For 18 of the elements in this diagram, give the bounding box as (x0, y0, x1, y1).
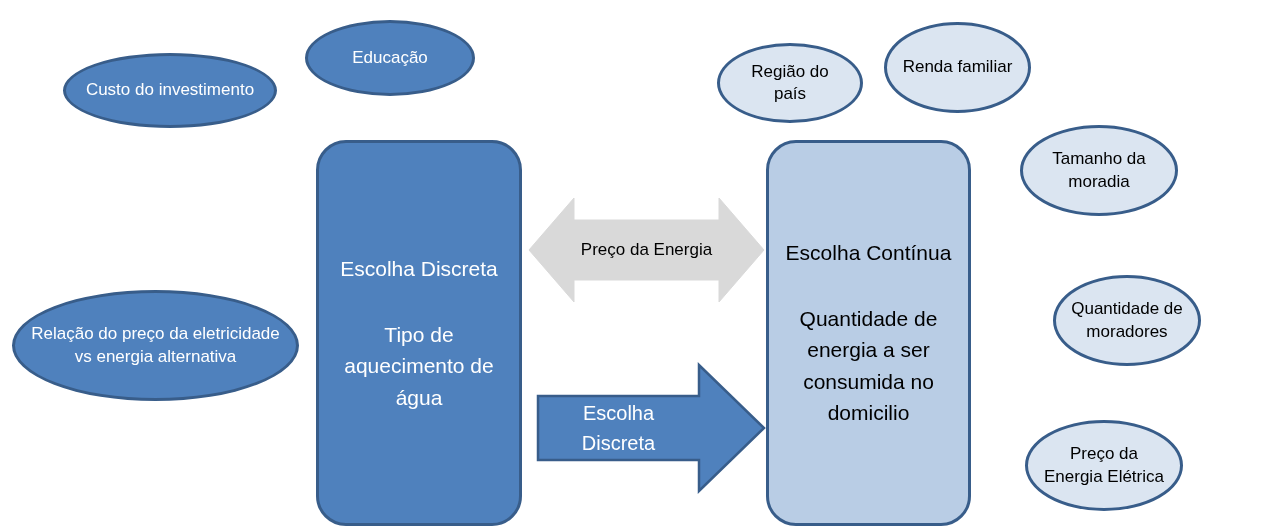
node-label: Renda familiar (902, 56, 1013, 79)
node-label: Educação (352, 46, 428, 69)
node-label: Preço da Energia Elétrica (1043, 443, 1165, 488)
node-label: Região do país (750, 60, 830, 105)
edge-label: Preço da Energia (579, 239, 714, 261)
node-label: Quantidade de moradores (1070, 298, 1184, 343)
edge-label: Escolha Discreta (580, 401, 657, 456)
rounded-box (316, 140, 522, 526)
node-label: Relação do preço da eletricidade vs energia alternativa (30, 323, 281, 368)
node-label: Escolha Contínua (785, 240, 952, 267)
node-description: Quantidade de energia a ser consumida no domicilio (798, 305, 939, 427)
node-label: Custo do investimento (85, 79, 255, 102)
double-block-arrow (528, 197, 765, 303)
rounded-box (766, 140, 971, 526)
node-label: Escolha Discreta (340, 256, 498, 282)
node-description: Tipo de aquecimento de água (343, 321, 495, 411)
node-label: Tamanho da moradia (1051, 148, 1147, 193)
block-arrow (536, 362, 766, 494)
